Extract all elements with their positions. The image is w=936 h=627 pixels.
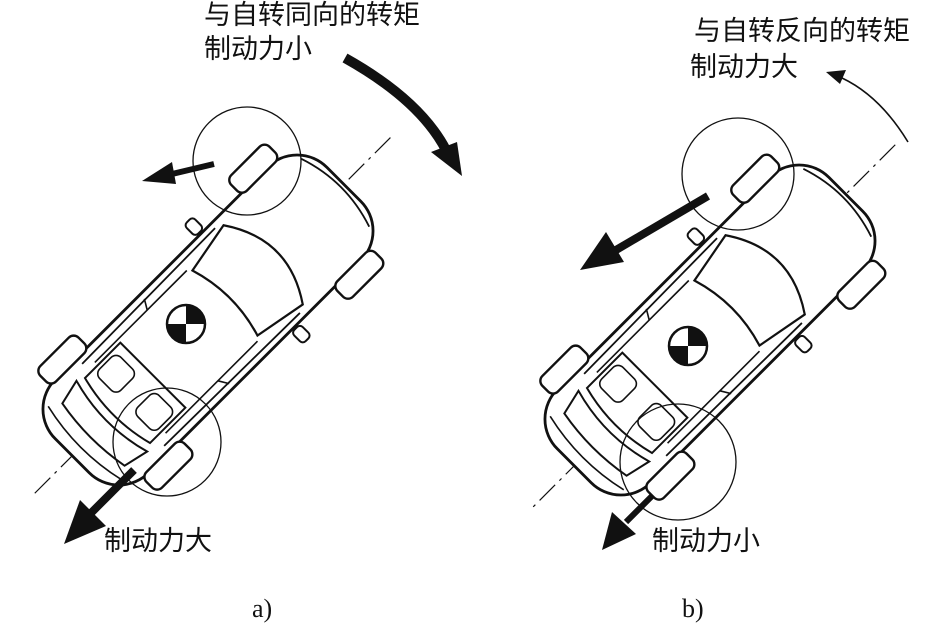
- rear-brake-label-b: 制动力小: [652, 526, 760, 557]
- rear-right-wheel-b: [645, 450, 696, 501]
- front-right-wheel-a: [334, 249, 385, 300]
- panel-a: [11, 53, 462, 544]
- car-a: [11, 123, 405, 517]
- rear-brake-label-a: 制动力大: [104, 526, 212, 557]
- caption-a: a): [252, 594, 273, 623]
- front-wheel-circle-a: [192, 106, 302, 216]
- caption-b: b): [682, 594, 704, 623]
- rear-right-wheel-a: [143, 440, 194, 491]
- torque-label-a: 与自转同向的转矩: [204, 0, 420, 31]
- rear-brake-arrow-a: [64, 467, 137, 544]
- center-of-gravity-b: [667, 325, 709, 367]
- panel-b: [513, 70, 909, 550]
- torque-brake-label-b: 制动力大: [690, 52, 798, 83]
- car-b: [513, 133, 907, 527]
- front-left-wheel-b: [730, 153, 781, 204]
- front-brake-arrow-b: [580, 192, 711, 270]
- torque-arrow-a: [342, 53, 462, 176]
- torque-arrow-b: [826, 70, 909, 143]
- center-of-gravity-a: [165, 303, 207, 345]
- rear-left-wheel-a: [37, 334, 88, 385]
- torque-label-b: 与自转反向的转矩: [694, 16, 910, 47]
- rear-left-wheel-b: [539, 344, 590, 395]
- rear-brake-arrow-b: [602, 493, 655, 550]
- rear-wheel-circle-b: [619, 403, 737, 521]
- torque-brake-label-a: 制动力小: [204, 34, 312, 65]
- front-wheel-circle-b: [681, 117, 795, 231]
- rear-wheel-circle-a: [112, 387, 222, 497]
- front-right-wheel-b: [836, 259, 887, 310]
- front-brake-arrow-a: [142, 161, 215, 184]
- front-left-wheel-a: [228, 143, 279, 194]
